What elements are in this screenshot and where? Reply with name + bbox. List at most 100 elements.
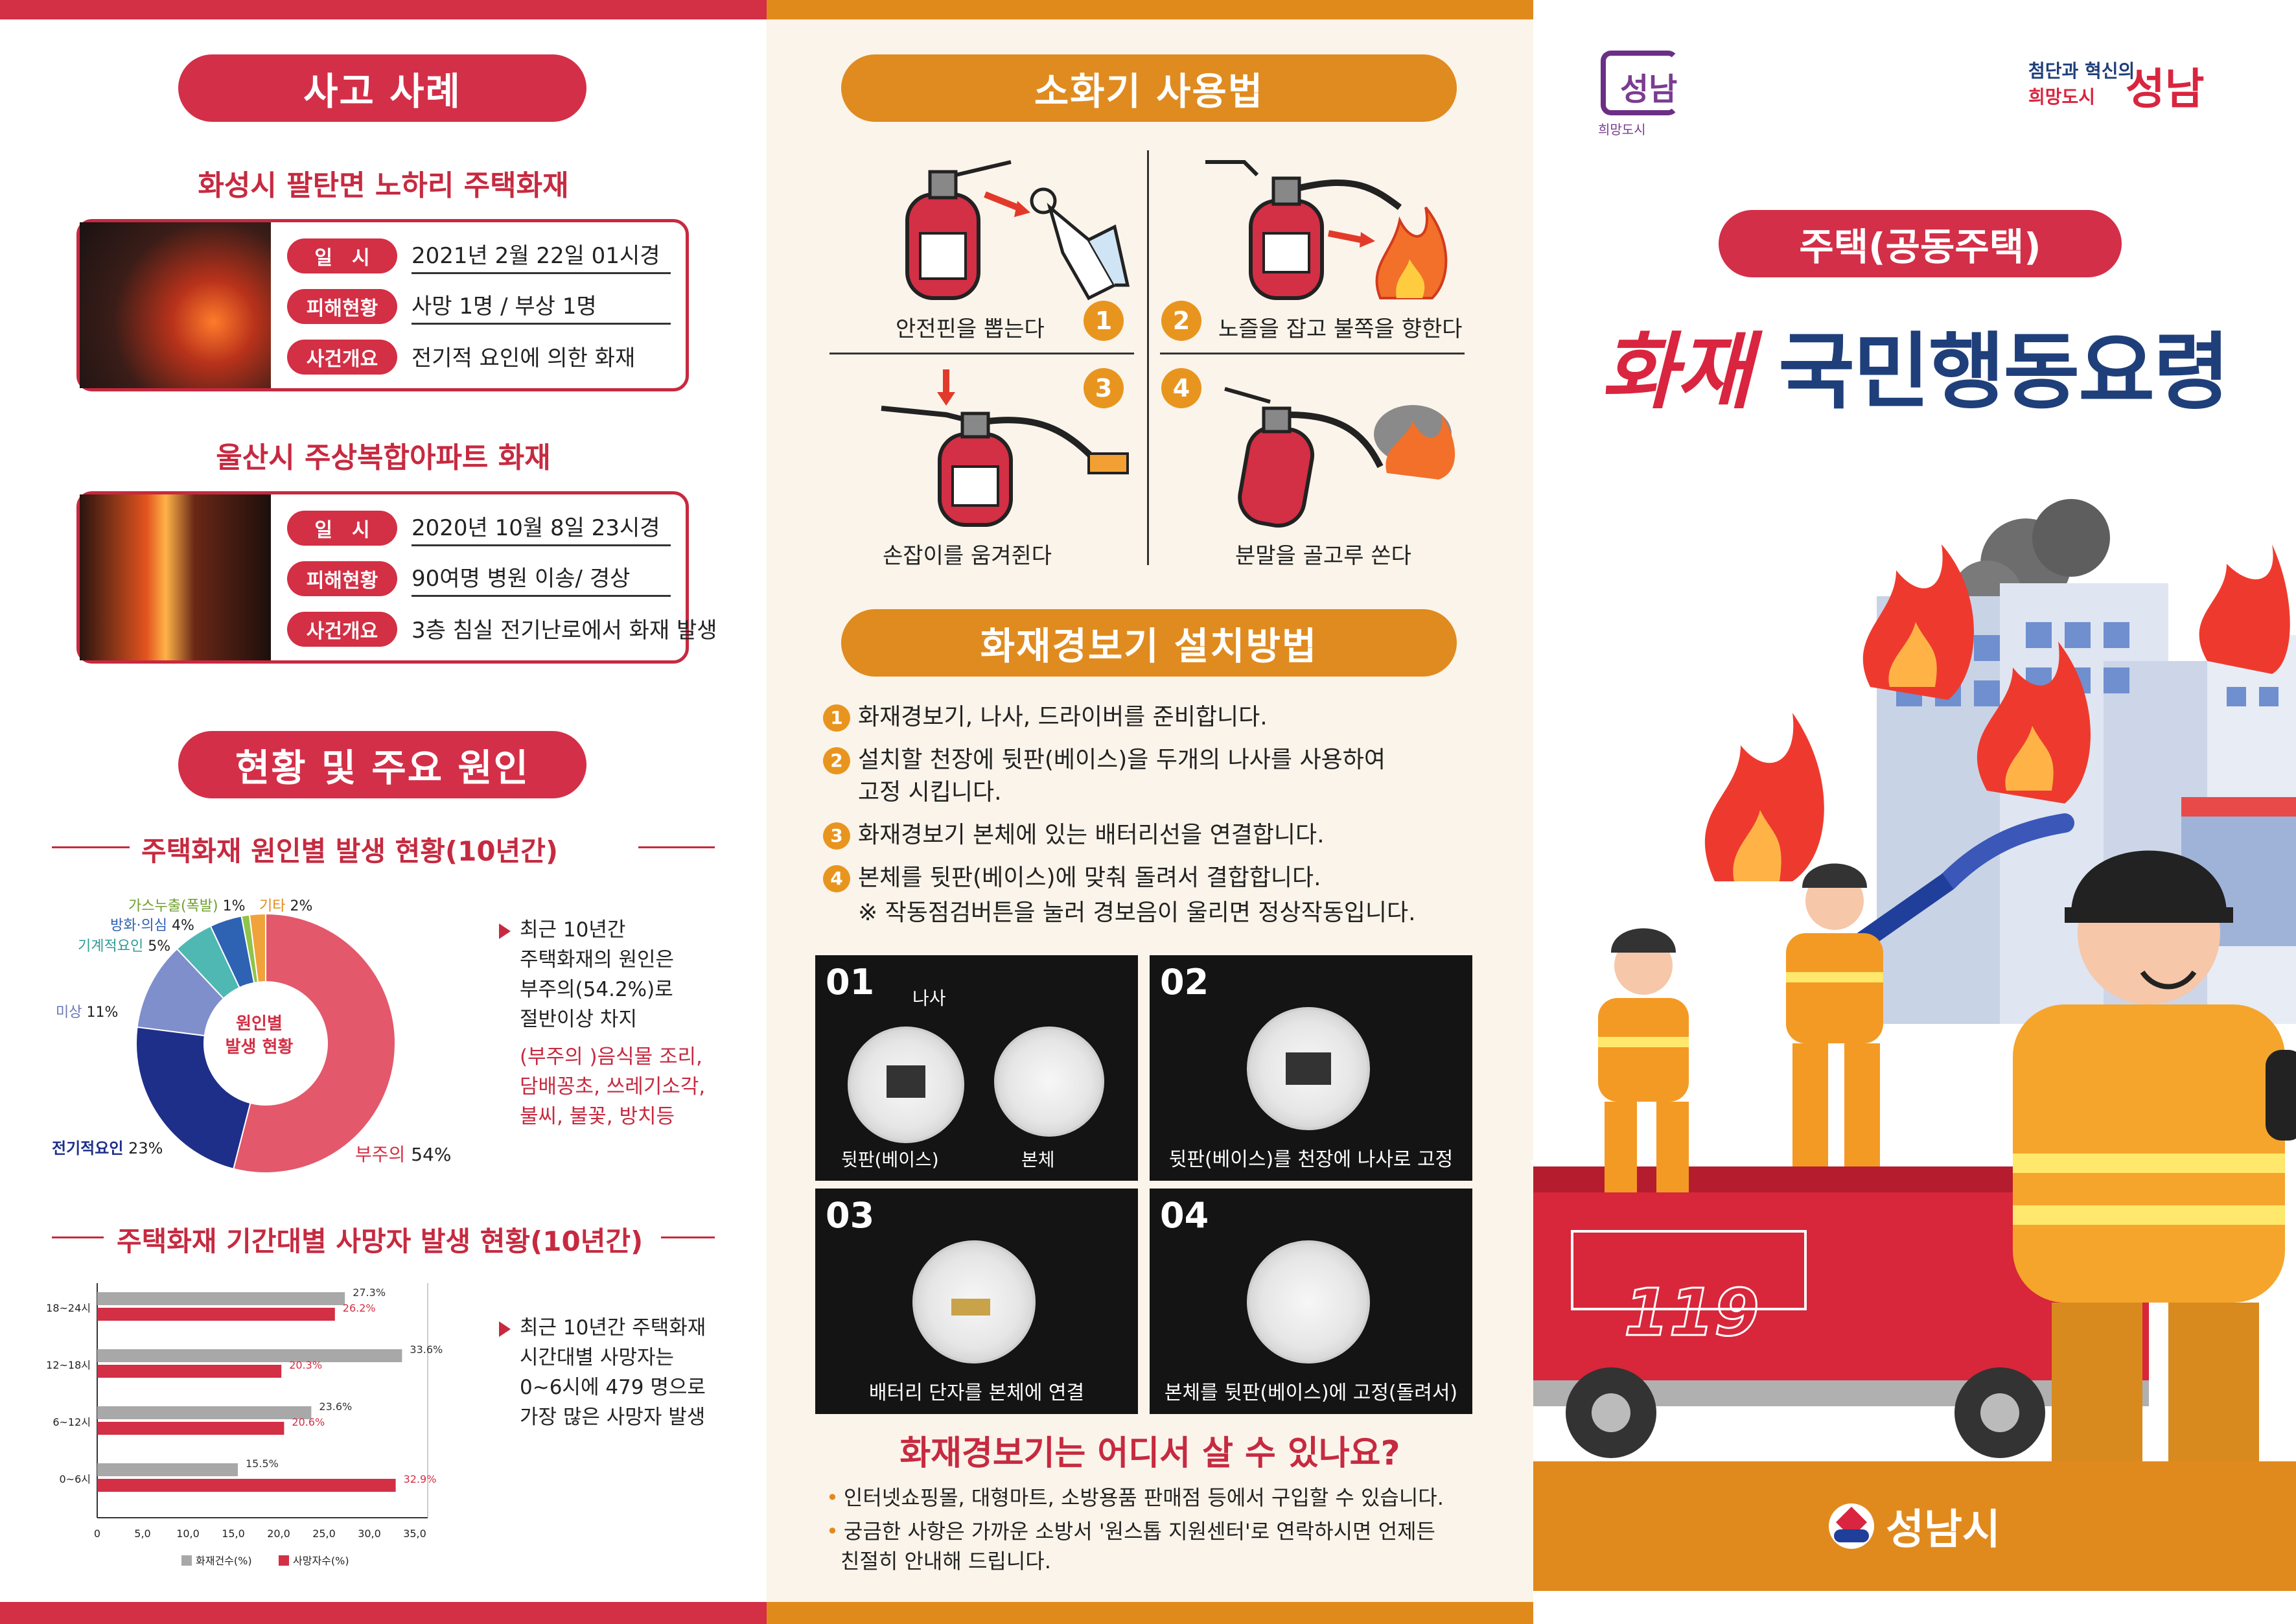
- pie-note: 최근 10년간 주택화재의 원인은 부주의(54.2%)로 절반이상 차지 (부…: [499, 915, 705, 1131]
- pie-center-label: 원인별 발생 현황: [211, 1012, 308, 1059]
- bottom-bar: [767, 1602, 1533, 1624]
- pie-note-red3: 불씨, 불꽃, 방치등: [520, 1105, 675, 1128]
- category-label: 12~18시: [46, 1359, 91, 1371]
- case1-title: 화성시 팔탄면 노하리 주택화재: [198, 169, 569, 202]
- pie-note-line4: 절반이상 차지: [520, 1008, 637, 1031]
- pie-label-unknown: 미상 11%: [56, 1001, 118, 1021]
- bar: [97, 1365, 282, 1378]
- photo-screw-label: 나사: [912, 988, 946, 1009]
- detector-assembled-icon: [1247, 1240, 1370, 1363]
- bar-data-label: 20.3%: [289, 1359, 322, 1371]
- bar-note-line3: 0~6시에 479 명으로: [520, 1376, 706, 1399]
- bar-data-label: 20.6%: [292, 1416, 325, 1428]
- pie-label-careless-name: 부주의: [355, 1144, 406, 1165]
- arrow-icon: [499, 1321, 511, 1337]
- extinguisher-icon-aim-nozzle: [1205, 160, 1448, 300]
- pie-label-careless: 부주의 54%: [355, 1141, 451, 1166]
- pie-chart: [135, 912, 396, 1174]
- hope-city-logo: 성남 희망도시: [1598, 51, 1698, 137]
- slogan-line1: 첨단과 혁신의: [2028, 60, 2135, 82]
- alarm-photo-4: 04 본체를 뒷판(베이스)에 고정(돌려서): [1150, 1189, 1472, 1414]
- ext-caption-3: 손잡이를 움겨쥔다: [883, 543, 1052, 569]
- x-tick-label: 20,0: [267, 1527, 290, 1540]
- case2-val-date: 2020년 10월 8일 23시경: [412, 510, 671, 546]
- buy-line-3: 친절히 안내해 드립니다.: [841, 1549, 1051, 1573]
- pie-label-arson: 방화·의심 4%: [110, 914, 194, 934]
- bar: [97, 1463, 238, 1476]
- pie-note-line3: 부주의(54.2%)로: [520, 978, 673, 1001]
- status-title-pill: 현황 및 주요 원인: [178, 731, 586, 798]
- case1-row-date: 일 시 2021년 2월 22일 01시경: [287, 237, 671, 275]
- slogan-logo: 첨단과 혁신의 희망도시 성남: [2028, 57, 2204, 114]
- pie-label-mechanical-value: 5%: [148, 938, 171, 955]
- legend-label: 화재건수(%): [196, 1555, 252, 1567]
- pie-label-etc: 기타 2%: [259, 894, 312, 915]
- bar-note-line1: 최근 10년간 주택화재: [499, 1313, 706, 1343]
- logo-text: 희망도시: [1598, 122, 1646, 137]
- cover-title-red: 화재: [1601, 324, 1752, 421]
- buy-line-2: •궁금한 사항은 가까운 소방서 '원스톱 지원센터'로 연락하시면 언제든: [826, 1519, 1435, 1544]
- case1-tag-damage: 피해현황: [287, 289, 397, 324]
- x-tick-label: 10,0: [176, 1527, 200, 1540]
- pie-label-etc-value: 2%: [290, 898, 313, 914]
- pie-slice: [135, 1026, 251, 1170]
- detector-body-icon: [994, 1027, 1104, 1137]
- pie-note-red2: 담배꽁초, 쓰레기소각,: [520, 1075, 706, 1098]
- pie-label-mechanical-name: 기계적요인: [78, 938, 144, 955]
- pie-label-etc-name: 기타: [259, 898, 286, 914]
- bar-note: 최근 10년간 주택화재 시간대별 사망자는 0~6시에 479 명으로 가장 …: [499, 1313, 706, 1432]
- case2-title: 울산시 주상복합아파트 화재: [216, 441, 551, 474]
- ext-caption-1: 안전핀을 뽑는다: [896, 316, 1045, 342]
- x-tick-label: 5,0: [134, 1527, 150, 1540]
- photo-caption: 본체를 뒷판(베이스)에 고정(돌려서): [1164, 1382, 1458, 1404]
- slogan-city: 성남: [2126, 64, 2205, 114]
- pie-label-electric-name: 전기적요인: [52, 1139, 124, 1157]
- case2-box: 일 시 2020년 10월 8일 23시경 피해현황 90여명 병원 이송/ 경…: [76, 491, 717, 664]
- x-tick-label: 35,0: [403, 1527, 426, 1540]
- panel-accidents: 사고 사례 화성시 팔탄면 노하리 주택화재 일 시 2021년 2월 22일 …: [0, 0, 767, 1624]
- buy-title: 화재경보기는 어디서 살 수 있나요?: [899, 1434, 1400, 1473]
- accident-title-pill: 사고 사례: [178, 54, 586, 122]
- bar: [97, 1349, 402, 1362]
- alarm-photo-2: 02 뒷판(베이스)를 천장에 나사로 고정: [1150, 955, 1472, 1181]
- case2-val-damage: 90여명 병원 이송/ 경상: [412, 561, 671, 597]
- bar: [97, 1308, 335, 1321]
- case1-tag-summary: 사건개요: [287, 340, 397, 375]
- bar-note-line4: 가장 많은 사망자 발생: [520, 1406, 706, 1429]
- photo-caption-left: 뒷판(베이스): [841, 1149, 939, 1170]
- legend-swatch: [279, 1555, 289, 1566]
- category-label: 18~24시: [46, 1302, 91, 1314]
- pie-label-electric-value: 23%: [128, 1139, 163, 1157]
- alarm-photo-3: 03 배터리 단자를 본체에 연결: [815, 1189, 1138, 1414]
- ext-grid-hline-left: [829, 353, 1134, 354]
- cover-title: 화재 국민행동요령: [1533, 305, 2296, 424]
- case1-val-damage: 사망 1명 / 부상 1명: [412, 288, 671, 325]
- pie-note-red1: (부주의 )음식물 조리,: [520, 1045, 702, 1069]
- bar-data-label: 23.6%: [319, 1400, 352, 1413]
- photo-number: 01: [826, 962, 875, 1003]
- x-tick-label: 15,0: [222, 1527, 245, 1540]
- bar-data-label: 33.6%: [410, 1343, 443, 1356]
- pie-center-line1: 원인별: [236, 1014, 283, 1034]
- bar: [97, 1479, 396, 1492]
- top-bar: [767, 0, 1533, 19]
- pie-title-line-right: [638, 846, 715, 848]
- bar-data-label: 27.3%: [353, 1286, 386, 1299]
- bar-note-line2: 시간대별 사망자는: [520, 1346, 675, 1369]
- pie-slice: [233, 912, 396, 1174]
- ext-badge-1: 1: [1084, 301, 1124, 341]
- photo-number: 03: [826, 1195, 875, 1236]
- category-label: 6~12시: [52, 1416, 91, 1428]
- firefighters-illustration: 119: [1530, 499, 2296, 1465]
- ext-badge-3: 3: [1084, 368, 1124, 408]
- pie-label-mechanical: 기계적요인 5%: [78, 934, 170, 955]
- case1-val-summary: 전기적 요인에 의한 화재: [412, 345, 636, 371]
- case1-val-date: 2021년 2월 22일 01시경: [412, 238, 671, 274]
- pie-section-title: 주택화재 원인별 발생 현황(10년간): [141, 835, 559, 867]
- battery-icon: [951, 1299, 990, 1316]
- cover-pill: 주택(공동주택): [1719, 210, 2122, 277]
- logo-mark: 성남: [1620, 71, 1678, 108]
